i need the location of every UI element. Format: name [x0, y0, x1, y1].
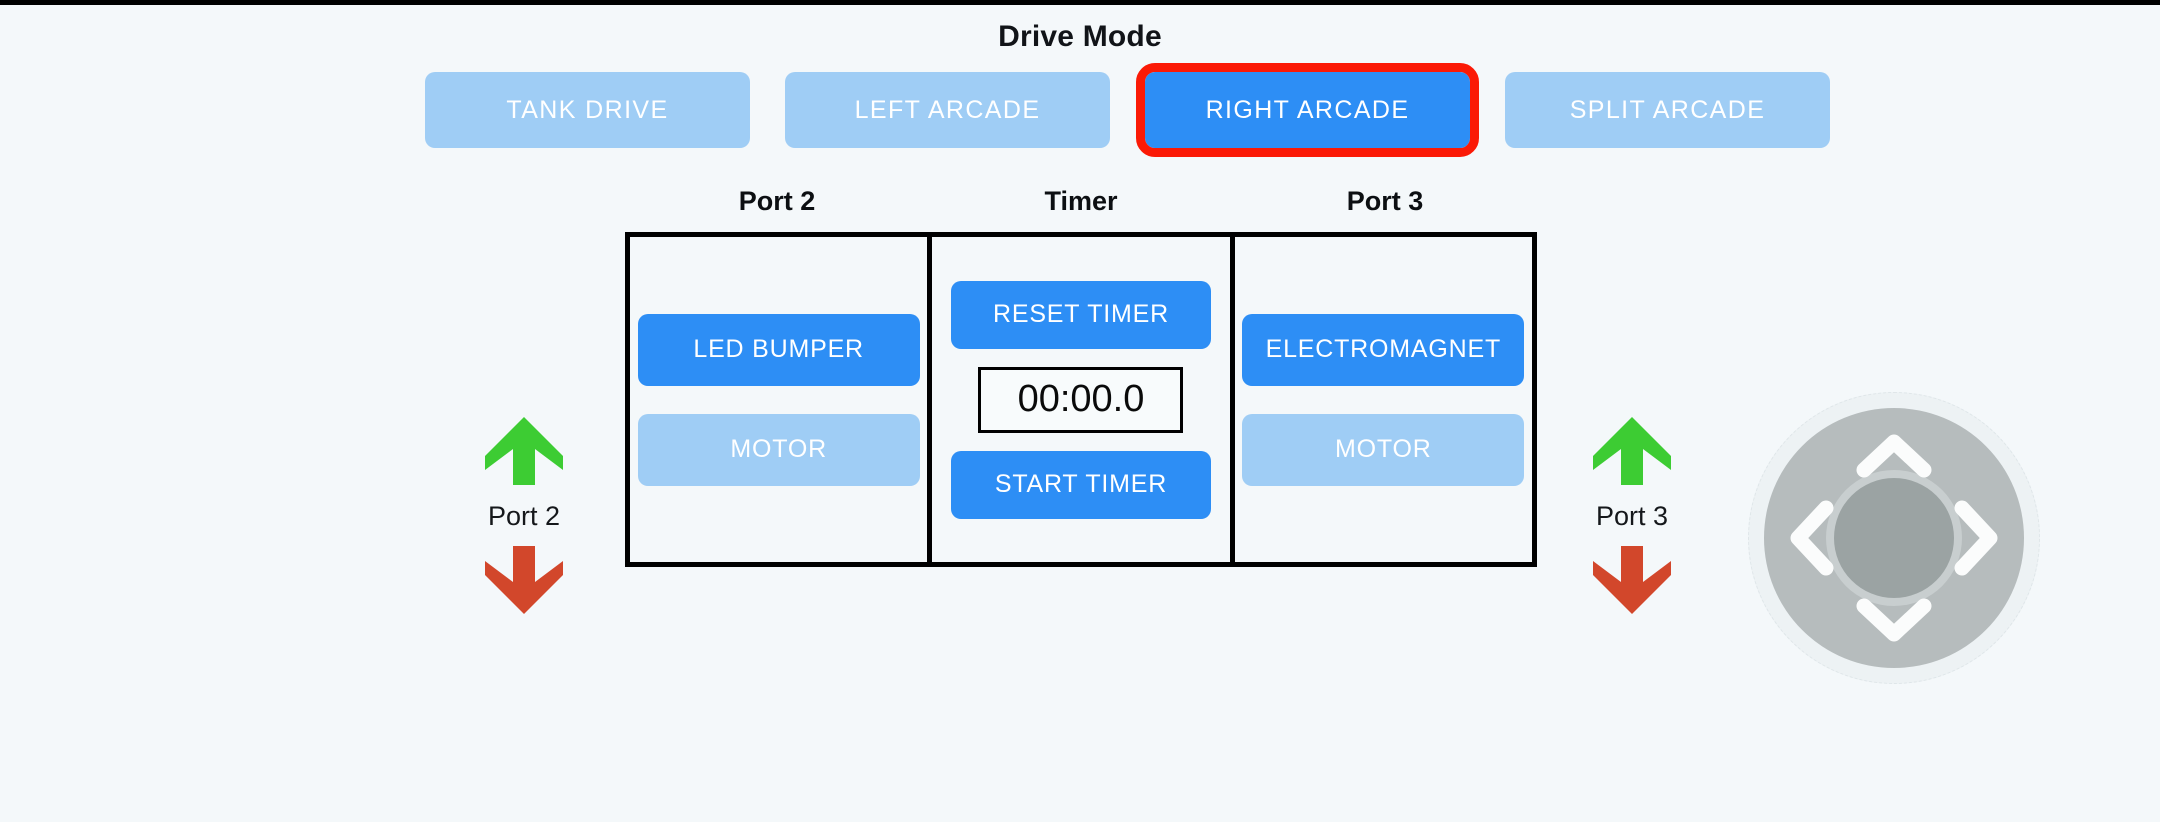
panel-column-port2: LED BUMPER MOTOR — [630, 237, 927, 562]
chevron-left-icon[interactable] — [1788, 500, 1834, 576]
drive-mode-tabs: TANK DRIVE LEFT ARCADE RIGHT ARCADE SPLI… — [425, 63, 1830, 157]
port3-motor-button[interactable]: MOTOR — [1242, 413, 1525, 486]
panel-header-port3: Port 3 — [1346, 186, 1424, 216]
led-bumper-button[interactable]: LED BUMPER — [637, 313, 920, 386]
panel-headers: Port 2 Timer Port 3 — [625, 186, 1537, 217]
port2-motor-button[interactable]: MOTOR — [637, 413, 920, 486]
port2-arrow-controls: Port 2 — [434, 415, 614, 616]
page-title: Drive Mode — [998, 20, 1162, 53]
port3-arrow-controls: Port 3 — [1542, 415, 1722, 616]
panel-header-timer: Timer — [1044, 186, 1118, 216]
start-timer-button[interactable]: START TIMER — [950, 450, 1211, 519]
arrow-down-icon[interactable] — [483, 544, 565, 616]
chevron-down-icon[interactable] — [1856, 598, 1932, 644]
arrow-up-icon[interactable] — [1591, 415, 1673, 487]
panel-header-port2: Port 2 — [738, 186, 816, 216]
chevron-up-icon[interactable] — [1856, 432, 1932, 478]
joystick-knob-icon[interactable] — [1834, 478, 1954, 598]
timer-display: 00:00.0 — [978, 366, 1184, 433]
dpad-joystick[interactable] — [1748, 392, 2040, 684]
arrow-up-icon[interactable] — [483, 415, 565, 487]
tab-left-arcade[interactable]: LEFT ARCADE — [785, 72, 1110, 148]
control-panel: LED BUMPER MOTOR RESET TIMER 00:00.0 STA… — [625, 232, 1537, 567]
tab-tank-drive[interactable]: TANK DRIVE — [425, 72, 750, 148]
panel-column-timer: RESET TIMER 00:00.0 START TIMER — [927, 237, 1229, 562]
top-divider — [0, 0, 2160, 5]
tab-split-arcade[interactable]: SPLIT ARCADE — [1505, 72, 1830, 148]
tab-right-arcade[interactable]: RIGHT ARCADE — [1136, 63, 1479, 157]
chevron-right-icon[interactable] — [1954, 500, 2000, 576]
arrow-down-icon[interactable] — [1591, 544, 1673, 616]
reset-timer-button[interactable]: RESET TIMER — [950, 280, 1211, 349]
port3-arrow-label: Port 3 — [1595, 501, 1669, 531]
port2-arrow-label: Port 2 — [487, 501, 561, 531]
panel-column-port3: ELECTROMAGNET MOTOR — [1229, 237, 1532, 562]
electromagnet-button[interactable]: ELECTROMAGNET — [1242, 313, 1525, 386]
